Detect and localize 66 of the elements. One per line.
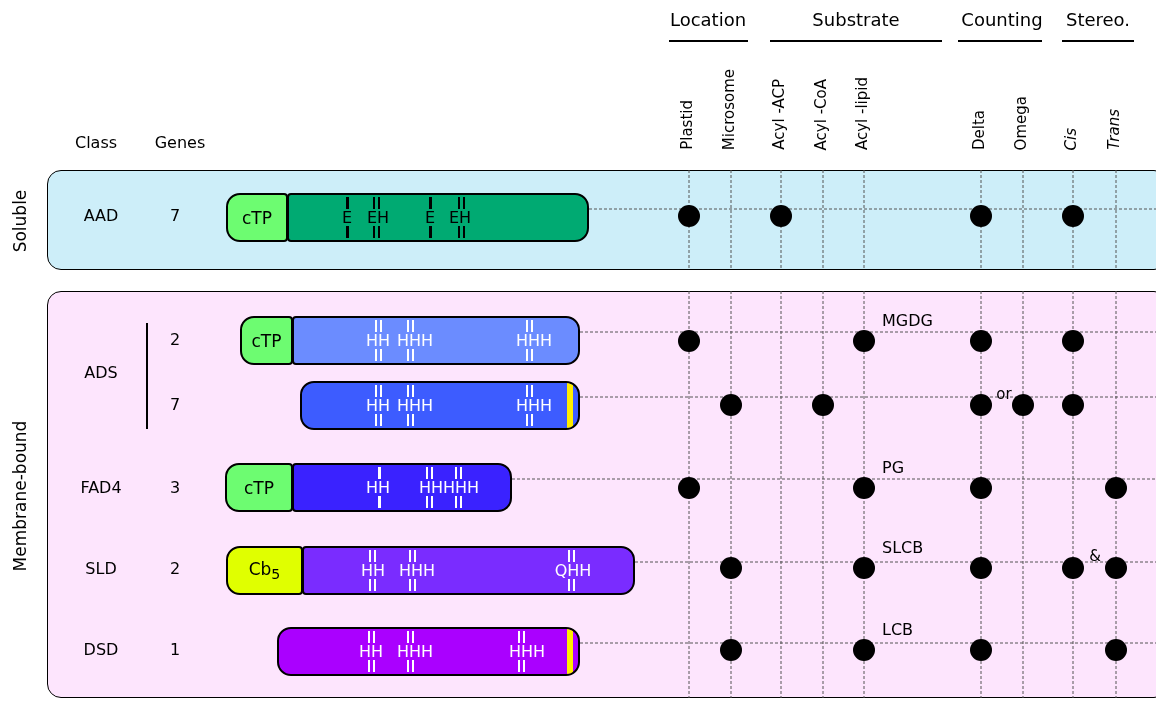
domain-box bbox=[226, 193, 288, 242]
domain-label: Cb$_{5}$ bbox=[248, 560, 281, 581]
domain-label: cTP bbox=[244, 479, 274, 496]
row-label: AAD bbox=[83, 208, 119, 224]
column-header: Delta bbox=[972, 109, 987, 150]
motif-label: HH bbox=[360, 562, 386, 579]
row-label: Class bbox=[74, 135, 118, 151]
column-header: Omega bbox=[1014, 95, 1029, 150]
row-label: SLD bbox=[85, 561, 117, 577]
annotation-label: SLCB bbox=[882, 540, 924, 556]
motif-label: HHH bbox=[515, 397, 553, 414]
column-header: Acyl -lipid bbox=[855, 77, 870, 150]
column-header: Acyl -CoA bbox=[814, 78, 829, 150]
column-header: Microsome bbox=[722, 68, 737, 150]
annotation-label: LCB bbox=[882, 622, 914, 638]
motif-label: HHH bbox=[396, 643, 434, 660]
group-label: Soluble bbox=[12, 189, 29, 253]
motif-label: EH bbox=[366, 209, 390, 226]
motif-label: HHH bbox=[396, 397, 434, 414]
motif-label: HHH bbox=[398, 562, 436, 579]
motif-label: HH bbox=[365, 479, 391, 496]
connector-word: & bbox=[1089, 548, 1101, 564]
column-header: Plastid bbox=[680, 100, 695, 150]
motif-label: HHH bbox=[508, 643, 546, 660]
motif-label: HH bbox=[365, 332, 391, 349]
annotation-label: MGDG bbox=[882, 313, 933, 329]
row-label: 2 bbox=[169, 561, 181, 577]
row-label: ADS bbox=[84, 365, 118, 381]
domain-label: cTP bbox=[242, 209, 272, 226]
domain-label: cTP bbox=[251, 332, 282, 349]
group-header: Stereo. bbox=[1065, 11, 1131, 29]
column-header: Trans bbox=[1107, 109, 1122, 150]
protein-bar bbox=[292, 316, 580, 365]
motif-label: HHH bbox=[396, 332, 434, 349]
protein-bar bbox=[277, 627, 580, 676]
domain-box bbox=[240, 316, 293, 365]
row-label: FAD4 bbox=[80, 480, 122, 496]
motif-label: EH bbox=[448, 209, 472, 226]
motif-label: HH bbox=[358, 643, 384, 660]
motif-label: HH bbox=[365, 397, 391, 414]
protein-bar bbox=[292, 463, 512, 512]
domain-box bbox=[225, 463, 293, 512]
row-label: 7 bbox=[169, 397, 181, 413]
motif-label: E bbox=[341, 209, 353, 226]
group-header: Counting bbox=[961, 11, 1043, 29]
domain-box bbox=[226, 546, 303, 595]
protein-bar bbox=[300, 381, 580, 430]
motif-label: E bbox=[424, 209, 436, 226]
row-label: 2 bbox=[169, 332, 181, 348]
motif-label: QHH bbox=[554, 562, 592, 579]
row-label: 3 bbox=[169, 480, 181, 496]
column-header: Acyl -ACP bbox=[772, 79, 787, 150]
row-label: 1 bbox=[169, 642, 181, 658]
group-header: Location bbox=[669, 11, 747, 29]
row-label: Genes bbox=[154, 135, 206, 151]
group-label: Membrane-bound bbox=[12, 420, 29, 571]
column-header: Cis bbox=[1064, 127, 1079, 150]
protein-bar bbox=[287, 193, 589, 242]
row-label: 7 bbox=[169, 208, 181, 224]
row-label: DSD bbox=[83, 642, 119, 658]
protein-bar bbox=[302, 546, 635, 595]
connector-word: or bbox=[996, 386, 1012, 402]
motif-label: HHH bbox=[515, 332, 553, 349]
group-header: Substrate bbox=[812, 11, 900, 29]
annotation-label: PG bbox=[882, 460, 905, 476]
motif-label: HHHHH bbox=[418, 479, 480, 496]
